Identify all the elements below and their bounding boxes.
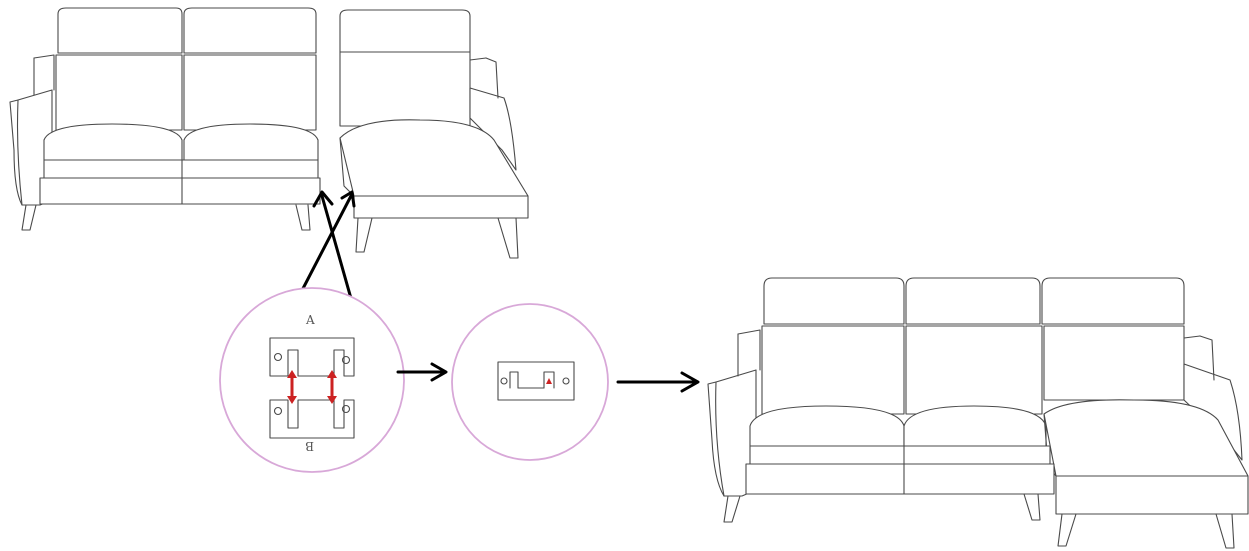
connector-arrows	[294, 190, 356, 304]
assembled-sofa	[707, 277, 1249, 549]
arrow-to-sofa-left	[294, 192, 354, 304]
bracket-label-b: B	[305, 439, 314, 453]
bracket-b	[269, 399, 355, 439]
arrow-to-connected-detail	[396, 362, 448, 382]
alignment-arrow-right	[327, 370, 337, 404]
alignment-arrow-left	[287, 370, 297, 404]
sofa-chaise-section	[339, 9, 529, 259]
arrow-to-assembled-sofa	[616, 371, 700, 393]
connected-bracket-circle	[451, 303, 609, 461]
sofa-two-seat-section	[9, 7, 321, 231]
bracket-detail-circle: A B	[219, 287, 405, 473]
arrow-to-chaise	[320, 194, 354, 304]
bracket-label-a: A	[305, 313, 315, 327]
